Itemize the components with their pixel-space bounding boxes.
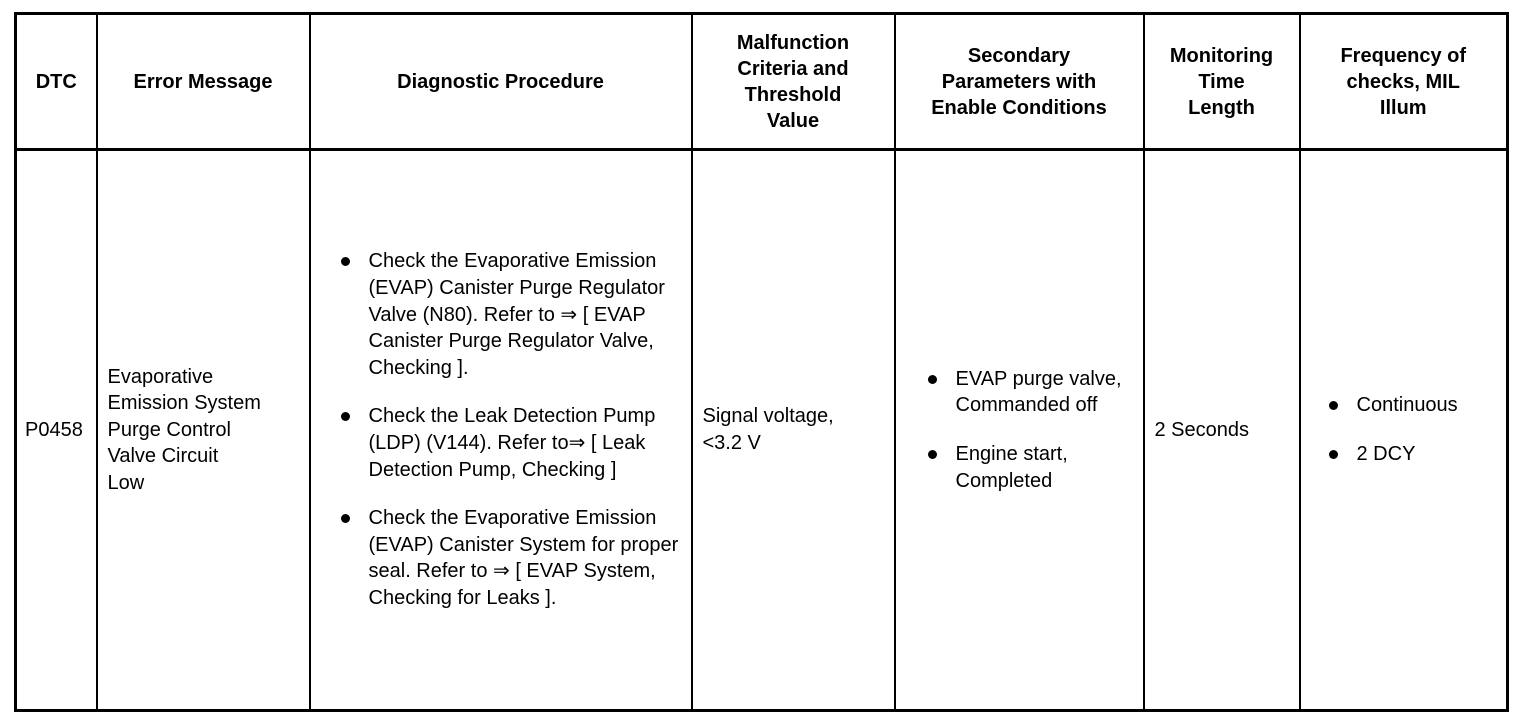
error-message-line: Evaporative [107, 365, 214, 388]
header-line: Parameters with [941, 70, 1097, 93]
list-item: Continuous [1321, 392, 1499, 419]
table-header: DTC Error Message Diagnostic Procedure M… [15, 13, 1508, 151]
cell-secondary-parameters: EVAP purge valve, Commanded off Engine s… [894, 149, 1145, 711]
header-line: Illum [1379, 96, 1427, 119]
malfunction-criteria-line: Signal voltage, [702, 405, 834, 428]
header-line: Criteria and [737, 57, 849, 80]
header-line: Length [1188, 96, 1255, 119]
list-item: Check the Evaporative Emission (EVAP) Ca… [333, 505, 683, 611]
list-item: Check the Leak Detection Pump (LDP) (V14… [333, 403, 683, 483]
header-line: Error Message [133, 70, 273, 93]
header-line: Value [766, 109, 820, 132]
header-row: DTC Error Message Diagnostic Procedure M… [15, 13, 1508, 151]
column-header-secondary-parameters: Secondary Parameters with Enable Conditi… [894, 13, 1145, 151]
cell-diagnostic-procedure: Check the Evaporative Emission (EVAP) Ca… [309, 149, 693, 711]
diagnostic-procedure-list: Check the Evaporative Emission (EVAP) Ca… [319, 248, 683, 611]
header-line: Time [1198, 70, 1245, 93]
malfunction-criteria-line: <3.2 V [702, 432, 761, 454]
cell-monitoring-time-length: 2 Seconds [1143, 149, 1301, 711]
list-item: Engine start, Completed [920, 441, 1135, 494]
error-message-line: Emission System [107, 392, 261, 415]
frequency-list: Continuous 2 DCY [1309, 392, 1499, 467]
header-line: Threshold [744, 83, 842, 106]
header-line: DTC [35, 70, 77, 93]
table-row: P0458 Evaporative Emission System Purge … [15, 149, 1508, 711]
column-header-error-message: Error Message [96, 13, 311, 151]
error-message-line: Purge Control [107, 418, 231, 441]
table-body: P0458 Evaporative Emission System Purge … [15, 149, 1508, 711]
cell-frequency-mil-illum: Continuous 2 DCY [1300, 150, 1508, 711]
header-line: Frequency of [1340, 44, 1467, 67]
cell-malfunction-criteria: Signal voltage, <3.2 V [691, 149, 896, 711]
header-line: Monitoring [1169, 44, 1274, 67]
list-item: Check the Evaporative Emission (EVAP) Ca… [333, 248, 683, 381]
column-header-frequency-mil-illum: Frequency of checks, MIL Illum [1299, 13, 1508, 151]
header-line: checks, MIL [1346, 70, 1460, 93]
column-header-monitoring-time-length: Monitoring Time Length [1143, 13, 1301, 151]
header-line: Malfunction [736, 31, 850, 54]
dtc-diagnostic-table: DTC Error Message Diagnostic Procedure M… [14, 12, 1509, 712]
header-line: Secondary [967, 44, 1071, 67]
header-line: Enable Conditions [931, 96, 1107, 119]
list-item: 2 DCY [1321, 441, 1499, 468]
cell-error-message: Evaporative Emission System Purge Contro… [96, 149, 311, 711]
secondary-parameters-list: EVAP purge valve, Commanded off Engine s… [904, 366, 1135, 494]
error-message-line: Valve Circuit [107, 445, 219, 468]
cell-dtc-code: P0458 [15, 149, 98, 711]
error-message-line: Low [107, 471, 145, 494]
header-line: Diagnostic Procedure [397, 70, 604, 93]
column-header-diagnostic-procedure: Diagnostic Procedure [309, 13, 693, 151]
column-header-dtc: DTC [15, 13, 98, 151]
column-header-malfunction-criteria: Malfunction Criteria and Threshold Value [691, 13, 896, 151]
list-item: EVAP purge valve, Commanded off [920, 366, 1135, 419]
